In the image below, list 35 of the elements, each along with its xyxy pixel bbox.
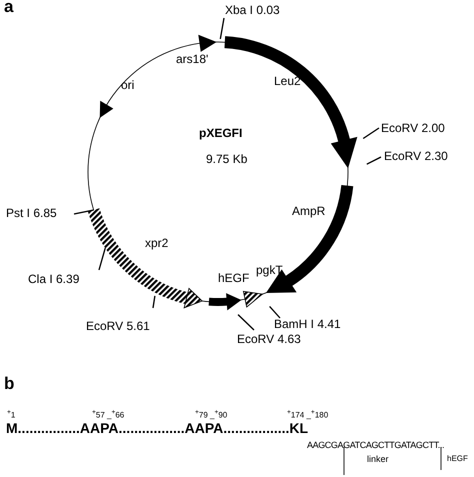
site-label: Xba I 0.03 <box>225 4 280 18</box>
position-label: $^{+}$174 _$^{+}$180 <box>287 409 328 420</box>
site-label: EcoRV 5.61 <box>86 320 150 334</box>
site-label: EcoRV 2.30 <box>384 150 448 164</box>
site-label: BamH I 4.41 <box>274 318 341 332</box>
leader-line <box>269 306 280 318</box>
region-label: hEGF <box>447 455 468 464</box>
leader-line <box>366 156 382 165</box>
gene-label: hEGF <box>218 272 250 286</box>
site-label: EcoRV 2.00 <box>381 122 445 136</box>
gene-label: ori <box>121 79 134 92</box>
leader-line <box>152 296 156 308</box>
gene-label: xpr2 <box>145 237 168 250</box>
position-label: $^{+}$57 _$^{+}$66 <box>92 409 124 420</box>
site-label: EcoRV 4.63 <box>237 333 301 346</box>
gene-label: pgkT <box>256 264 283 278</box>
position-label: $^{+}$1 <box>7 409 16 420</box>
sequence-text: M................AAPA.................AAPA.................KL <box>6 421 308 436</box>
leader-line <box>220 18 225 40</box>
region-label: linker <box>367 455 389 465</box>
panel-letter: b <box>4 375 14 394</box>
leader-line <box>98 248 106 270</box>
leader-line <box>74 209 94 215</box>
plasmid-name: pXEGFI <box>199 127 242 140</box>
gene-label: AmpR <box>292 205 326 218</box>
site-label: Pst I 6.85 <box>6 207 57 220</box>
sequence-text: AAGCGAGATCAGCTTGATAGCTT... <box>307 441 444 451</box>
size-label: 9.75 Kb <box>206 153 248 166</box>
leader-line <box>362 127 380 140</box>
panel-letter: a <box>4 0 14 17</box>
position-label: $^{+}$79 _$^{+}$90 <box>195 409 228 420</box>
leader-line <box>238 314 254 330</box>
site-label: Cla I 6.39 <box>28 273 80 286</box>
gene-label: Leu2 <box>274 75 301 88</box>
gene-label: ars18' <box>176 53 208 66</box>
